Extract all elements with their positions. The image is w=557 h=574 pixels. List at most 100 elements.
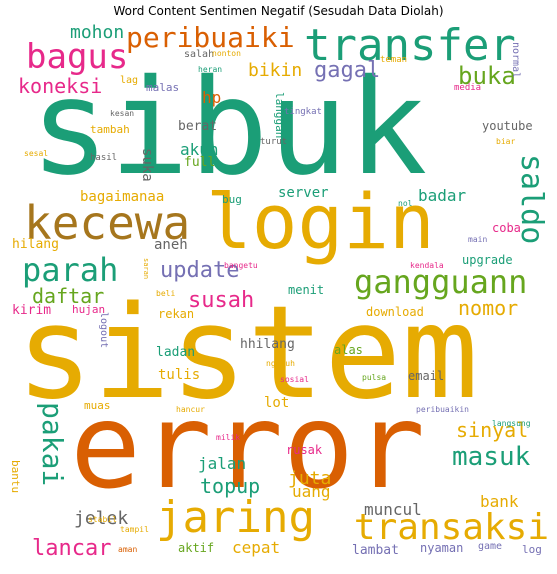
word-bangetu: bangetu <box>224 261 258 270</box>
word-jelek: jelek <box>74 508 129 529</box>
word-full: full <box>184 155 216 170</box>
word-bantu: bantu <box>9 460 22 494</box>
word-rusak: rusak <box>286 443 323 457</box>
word-malas: malas <box>146 81 180 94</box>
word-pakai: pakai <box>36 402 69 487</box>
word-langsung: langsung <box>492 419 531 428</box>
word-upgrade: upgrade <box>462 253 513 267</box>
word-log: log <box>522 543 542 556</box>
word-jalan: jalan <box>198 454 247 473</box>
word-masuk: masuk <box>452 442 531 472</box>
word-hhilang: hhilang <box>240 337 295 352</box>
word-daftar: daftar <box>32 284 105 308</box>
word-sistem: sistem <box>16 279 479 428</box>
word-parah: parah <box>22 251 119 289</box>
word-kendala: kendala <box>410 261 444 270</box>
word-kecewa: kecewa <box>24 196 191 250</box>
word-muncul: muncul <box>364 500 422 519</box>
word-hasil: hasil <box>90 153 118 163</box>
word-email: email <box>408 369 445 383</box>
word-sibuk: sibuk <box>30 51 428 205</box>
word-buka: buka <box>458 62 516 90</box>
word-beli: beli <box>156 289 176 298</box>
word-main: main <box>468 235 488 244</box>
word-media: media <box>454 83 482 93</box>
word-muas: muas <box>84 399 111 412</box>
word-transfer: transfer <box>304 22 516 71</box>
word-heran: heran <box>198 65 223 74</box>
word-nomor: nomor <box>458 296 519 320</box>
word-tampil: tampil <box>120 525 149 534</box>
word-tingkat: tingkat <box>284 107 322 117</box>
word-milik: milik <box>216 433 241 442</box>
word-bagaimanaa: bagaimanaa <box>80 189 165 205</box>
word-login: login <box>206 177 435 266</box>
word-coba: coba <box>492 221 521 235</box>
word-youtube: youtube <box>482 119 533 133</box>
word-transaksi: transaksi <box>353 507 549 548</box>
word-nyaman: nyaman <box>420 541 464 555</box>
word-pulsa: pulsa <box>362 373 387 382</box>
word-normal: normal <box>510 42 521 79</box>
word-teman: teman <box>380 55 408 65</box>
word-biar: biar <box>496 137 516 146</box>
word-hujan: hujan <box>72 303 106 316</box>
word-download: download <box>366 305 424 319</box>
word-peribuaikin: peribuaikin <box>416 405 469 414</box>
word-topup: topup <box>200 474 261 498</box>
word-menit: menit <box>288 283 325 297</box>
word-badar: badar <box>418 186 467 205</box>
word-mohon: mohon <box>70 22 125 43</box>
word-saran: saran <box>142 258 150 280</box>
word-juta: juta <box>288 468 332 489</box>
word-error: error <box>70 377 426 515</box>
word-game: game <box>478 541 503 552</box>
word-logout: logout <box>98 312 109 349</box>
word-bikin: bikin <box>248 60 303 81</box>
word-lot: lot <box>264 395 290 411</box>
word-tulis: tulis <box>158 367 201 383</box>
word-kesan: kesan <box>110 109 135 118</box>
word-tambah: tambah <box>90 123 130 136</box>
word-turut: turut <box>260 137 288 147</box>
word-aktif: aktif <box>178 541 215 555</box>
word-bagus: bagus <box>26 37 129 77</box>
chart-title: Word Content Sentimen Negatif (Sesudah D… <box>113 4 444 18</box>
word-gagal: gagal <box>314 58 381 83</box>
word-lag: lag <box>120 75 139 86</box>
word-aneh: aneh <box>154 237 188 253</box>
word-hilang: hilang <box>12 237 59 252</box>
word-nonton: nonton <box>212 49 241 58</box>
word-berat: berat <box>178 119 218 134</box>
word-aman: aman <box>118 545 138 554</box>
word-ngeluh: ngeluh <box>266 359 295 368</box>
word-cepat: cepat <box>232 538 281 557</box>
word-gangguann: gangguann <box>354 263 528 301</box>
word-bug: bug <box>222 193 242 206</box>
word-akun: akun <box>180 140 219 159</box>
word-lancar: lancar <box>32 536 112 561</box>
word-lambat: lambat <box>352 543 399 558</box>
word-alas: alas <box>334 343 363 357</box>
word-server: server <box>278 185 329 201</box>
word-ladan: ladan <box>156 345 196 360</box>
word-koneksi: koneksi <box>18 74 103 98</box>
word-peribuaiki: peribuaiki <box>126 22 295 54</box>
word-hancur: hancur <box>176 405 205 414</box>
word-jaring: jaring <box>156 492 315 543</box>
word-rekan: rekan <box>158 307 195 321</box>
word-stabil: stabil <box>88 515 117 524</box>
word-salah: salah <box>184 49 215 60</box>
word-sesal: sesal <box>24 149 49 158</box>
word-sosial: sosial <box>280 375 309 384</box>
word-uang: uang <box>292 482 331 501</box>
word-sinyal: sinyal <box>456 418 529 442</box>
word-suka: suka <box>139 148 155 182</box>
word-nol: nol <box>398 199 413 208</box>
word-hp: hp <box>202 88 222 107</box>
word-kirim: kirim <box>12 303 52 318</box>
word-update: update <box>160 258 240 283</box>
word-susah: susah <box>188 288 255 313</box>
word-bank: bank <box>480 492 519 511</box>
